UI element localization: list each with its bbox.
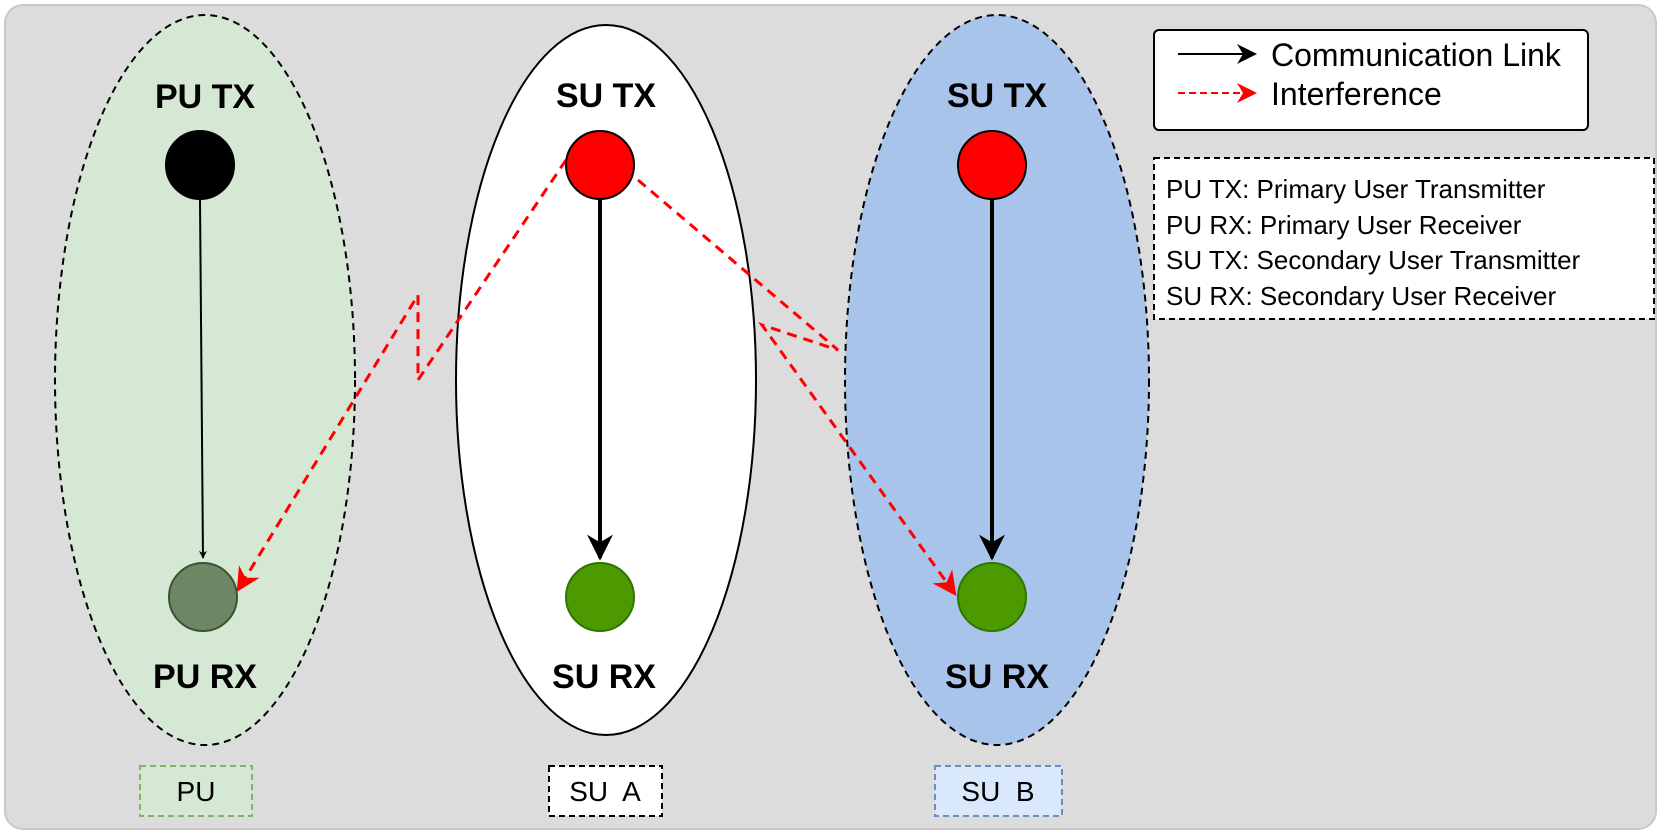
interference-to-pu-rx xyxy=(236,159,568,593)
definition-item: SU RX: Secondary User Receiver xyxy=(1166,281,1556,311)
definition-item: PU TX: Primary User Transmitter xyxy=(1166,174,1546,204)
pu-rx-node xyxy=(168,562,238,632)
su-b-rx-label: SU RX xyxy=(945,658,1049,696)
su-b-group-ellipse xyxy=(844,14,1150,746)
definitions-box xyxy=(1153,157,1655,320)
pu-tag-box xyxy=(139,765,253,817)
su-a-tag-label: SU A xyxy=(569,776,641,807)
su-b-rx-node xyxy=(957,562,1027,632)
legend-link-label: Communication Link xyxy=(1271,37,1562,73)
su-b-tag-label: SU B xyxy=(961,776,1034,807)
legend-interference-label: Interference xyxy=(1271,76,1442,112)
pu-tx-node xyxy=(165,130,235,200)
su-a-rx-node xyxy=(565,562,635,632)
pu-tx-label: PU TX xyxy=(155,78,255,116)
definition-item: PU RX: Primary User Receiver xyxy=(1166,210,1522,240)
su-a-tag-box xyxy=(548,765,663,817)
su-b-tag-box xyxy=(934,765,1063,817)
su-a-group-ellipse xyxy=(455,24,757,736)
definition-item: SU TX: Secondary User Transmitter xyxy=(1166,245,1581,275)
pu-communication-link xyxy=(198,199,207,559)
su-b-tx-node xyxy=(957,130,1027,200)
su-a-rx-label: SU RX xyxy=(552,658,656,696)
pu-rx-label: PU RX xyxy=(153,658,257,696)
pu-tag-label: PU xyxy=(177,776,216,807)
su-b-tx-label: SU TX xyxy=(947,77,1047,115)
su-a-tx-label: SU TX xyxy=(556,77,656,115)
legend-box xyxy=(1153,29,1589,131)
pu-group-ellipse xyxy=(54,14,356,746)
su-a-tx-node xyxy=(565,130,635,200)
